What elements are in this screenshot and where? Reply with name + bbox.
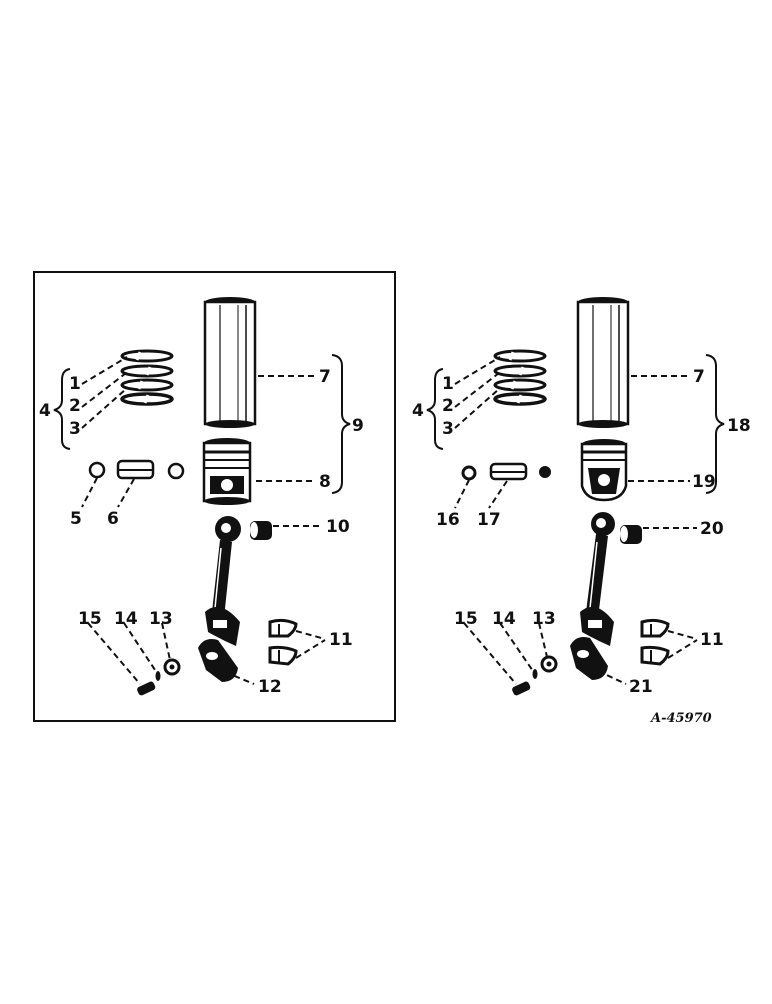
callout-14: 14 [114,609,138,629]
callout-4-right: 4 [412,401,424,421]
right-assembly: 1 2 3 4 16 17 7 18 19 20 11 21 13 14 15 [412,297,751,697]
figure-reference: A-45970 [649,711,712,726]
piston-left [202,438,252,505]
leaders-left [81,356,326,685]
callout-16-right: 16 [436,510,460,530]
callout-21-right: 21 [629,677,653,697]
callout-13: 13 [149,609,173,629]
callout-13-right: 13 [532,609,556,629]
callout-2-right: 2 [442,396,454,416]
piston-right [580,439,628,502]
callout-15: 15 [78,609,102,629]
left-frame [33,271,396,722]
callout-11: 11 [329,630,353,650]
cylinder-sleeve-left [203,297,257,428]
pin-bushing-right [620,525,642,544]
callout-20-right: 20 [700,519,724,539]
callout-1: 1 [69,374,81,394]
piston-rings-left [120,349,174,406]
callout-7-right: 7 [693,367,705,387]
callout-15-right: 15 [454,609,478,629]
callout-17-right: 17 [477,510,501,530]
pin-bushing-left [250,521,272,540]
callout-5: 5 [70,509,82,529]
callout-3: 3 [69,419,81,439]
callout-2: 2 [69,396,81,416]
callout-10: 10 [326,517,350,537]
callout-8: 8 [319,472,331,492]
cap-bolt-parts-right [512,655,558,696]
callout-11-right: 11 [700,630,724,650]
rod-cap-left [198,639,238,682]
brace-4-left [53,368,71,450]
brace-18-right [705,354,725,494]
callout-19-right: 19 [692,472,716,492]
bearing-halves-left [268,618,298,666]
callout-12: 12 [258,677,282,697]
piston-pin-parts-right [461,462,551,481]
brace-4-right [426,368,444,450]
cylinder-sleeve-right [576,297,630,428]
rod-cap-right [570,637,608,680]
callout-9: 9 [352,416,364,436]
callout-1-right: 1 [442,374,454,394]
callout-7: 7 [319,367,331,387]
leaders-right [454,356,698,685]
bearing-halves-right [640,618,670,666]
callout-6: 6 [107,509,119,529]
connecting-rod-left [205,516,241,646]
callout-18-right: 18 [727,416,751,436]
cap-bolt-parts-left [137,658,181,696]
left-assembly: 1 2 3 4 5 6 7 8 9 10 11 12 13 14 15 [39,297,364,697]
piston-rings-right [493,349,547,406]
piston-pin-parts-left [88,459,185,480]
callout-14-right: 14 [492,609,516,629]
callout-3-right: 3 [442,419,454,439]
callout-4: 4 [39,401,51,421]
brace-9-left [331,354,351,494]
connecting-rod-right [580,512,615,646]
